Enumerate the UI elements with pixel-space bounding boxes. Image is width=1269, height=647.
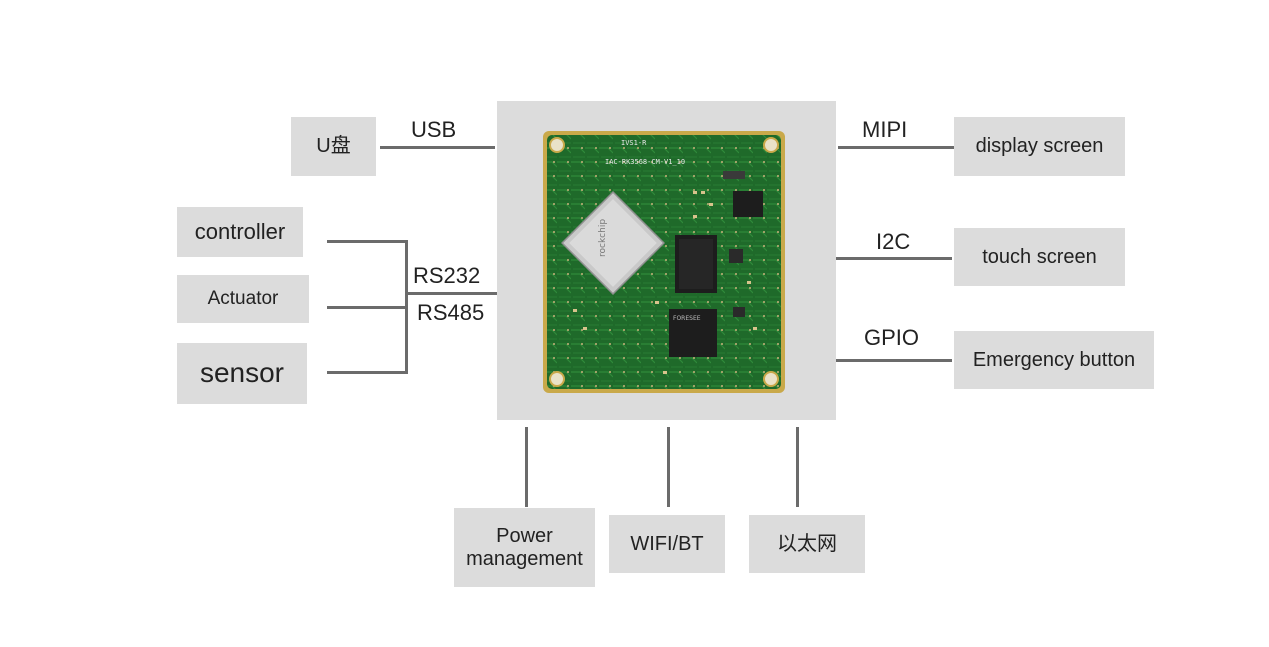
core-module-board-image: IVS1-R IAC-RK3568-CM-V1_10 rockchip FORE… [543,131,785,393]
soc-chip [561,191,665,295]
i2c-label: I2C [876,229,911,254]
soc-brand-text: rockchip [598,219,608,257]
board-pcb [547,135,781,389]
emmc-chip [669,309,717,357]
usb-label: USB [411,117,457,142]
actuator-label: Actuator [207,288,279,310]
mipi-connector-line [838,146,954,149]
silk-text: IVS1-R [621,139,647,147]
rs232-label: RS232 [413,263,481,288]
serial-bus-line [405,240,408,374]
pmic-chip [733,191,763,217]
gpio-label: GPIO [864,325,920,350]
sensor-connector-line [327,371,408,374]
sensor-label: sensor [199,357,285,389]
emergency-button-box: Emergency button [954,331,1154,389]
i2c-connector-line [836,257,952,260]
udisk-label: U盘 [316,135,351,157]
controller-label: controller [194,219,286,245]
mount-hole [763,137,779,153]
wifi-bt-label: WIFI/BT [630,532,704,555]
ethernet-connector-line [796,427,799,507]
display-screen-label: display screen [975,135,1104,157]
serial-trunk-line [405,292,497,295]
display-screen-box: display screen [954,117,1125,176]
mount-hole [763,371,779,387]
actuator-box: Actuator [177,275,309,323]
mount-hole [549,137,565,153]
ethernet-box: 以太网 [749,515,865,573]
power-management-label-line1: Power [496,524,553,547]
gpio-connector-line [836,359,952,362]
touch-screen-box: touch screen [954,228,1125,286]
small-ic [733,307,745,317]
mipi-label: MIPI [862,117,908,142]
usb-connector-line [380,146,495,149]
wifi-bt-box: WIFI/BT [609,515,725,573]
udisk-box: U盘 [291,117,376,176]
rs485-label: RS485 [417,300,485,325]
power-management-label-line2: management [466,547,583,570]
ethernet-label: 以太网 [777,532,837,555]
emergency-button-label: Emergency button [972,348,1136,371]
power-management-box: Power management [454,508,595,587]
controller-connector-line [327,240,408,243]
emmc-brand-text: FORESEE [673,315,701,322]
small-ic [723,171,745,179]
controller-box: controller [177,207,303,257]
power-connector-line [525,427,528,507]
small-ic [729,249,743,263]
mount-hole [549,371,565,387]
silk-text: IAC-RK3568-CM-V1_10 [605,158,685,166]
wifi-connector-line [667,427,670,507]
actuator-connector-line [327,306,408,309]
sensor-box: sensor [177,343,307,404]
touch-screen-label: touch screen [982,245,1097,268]
